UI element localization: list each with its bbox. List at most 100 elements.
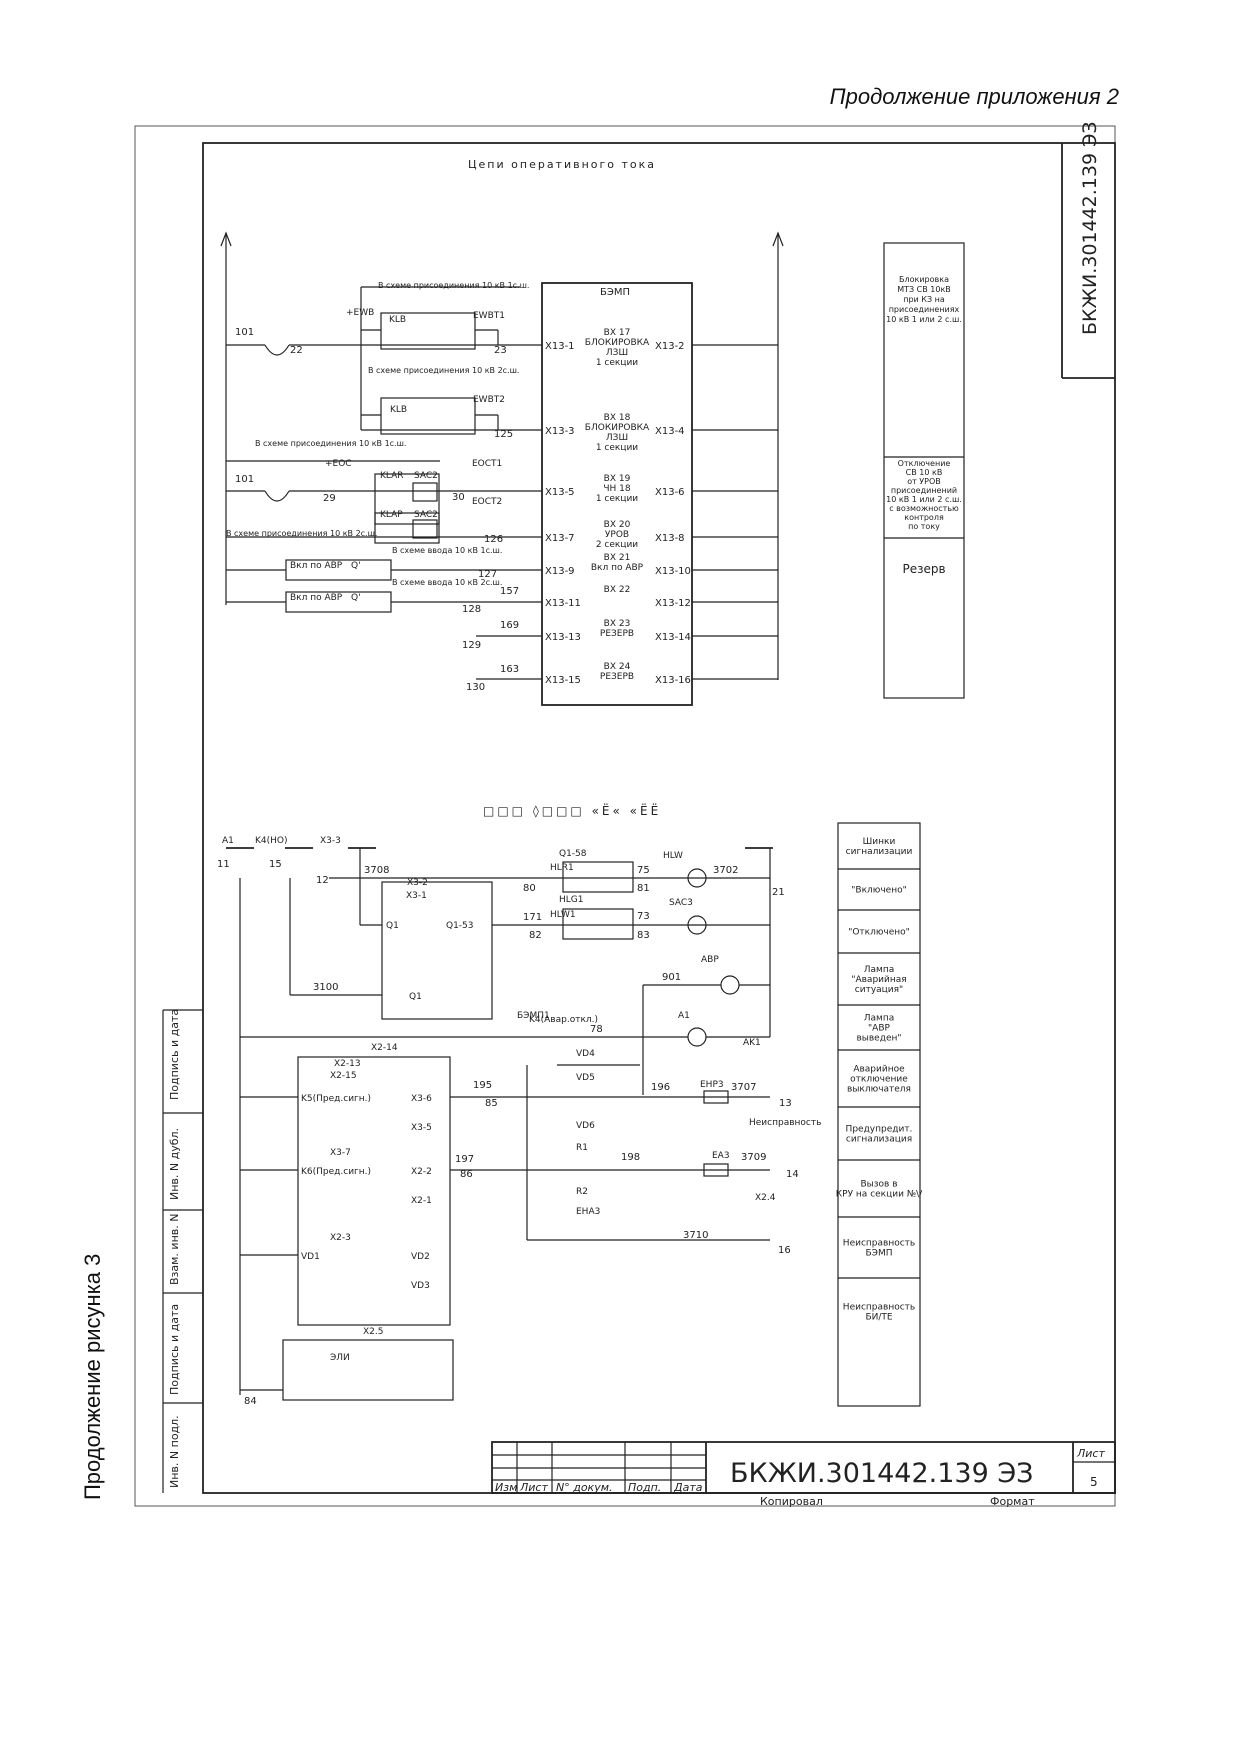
- tb-header: Дата: [673, 1481, 703, 1494]
- device-label: X2-2: [411, 1167, 432, 1177]
- bemp-pin-left: X13-15: [545, 675, 581, 686]
- bemp-pin-right: X13-4: [655, 426, 685, 437]
- strip-label: Инв. N дубл.: [168, 1128, 181, 1200]
- device-label: EOCT2: [472, 497, 502, 507]
- wire-label: 3100: [313, 982, 338, 993]
- device-label: K6(Пред.сигн.): [301, 1167, 371, 1177]
- wire-label: 30: [452, 492, 465, 503]
- top-notes-column: [883, 242, 965, 699]
- device-label: SAC2: [414, 471, 438, 481]
- device-label: X2-1: [411, 1196, 432, 1206]
- device-label: VD6: [576, 1121, 595, 1131]
- wire-label: 196: [651, 1082, 670, 1093]
- wire-label: 23: [494, 345, 507, 356]
- device-label: VD3: [411, 1281, 430, 1291]
- device-label: Q1: [409, 992, 422, 1002]
- device-label: Q': [351, 593, 361, 603]
- wire-label: 3710: [683, 1230, 708, 1241]
- signal-note: "Включено": [851, 886, 906, 896]
- tb-header: Изм: [495, 1481, 517, 1494]
- bemp-pin-left: X13-11: [545, 598, 581, 609]
- wire-label: 14: [786, 1169, 799, 1180]
- circuit-note: В схеме ввода 10 кВ 1с.ш.: [392, 546, 502, 555]
- circuit-note: В схеме ввода 10 кВ 2с.ш.: [392, 578, 502, 587]
- wire-label: 75: [637, 865, 650, 876]
- left-strip: Подпись и дата Инв. N дубл. Взам. инв. N…: [162, 1009, 203, 1493]
- copied-label: Копировал: [760, 1495, 823, 1508]
- strip-label: Взам. инв. N: [168, 1214, 181, 1285]
- device-label: X2-13: [334, 1059, 361, 1069]
- device-label: X3-3: [320, 836, 341, 846]
- wire-label: 157: [500, 586, 519, 597]
- bemp-pin-right: X13-2: [655, 341, 685, 352]
- device-label: HLW: [663, 851, 683, 861]
- device-label: X2-3: [330, 1233, 351, 1243]
- bemp-title: БЭМП: [600, 287, 630, 298]
- device-label: SAC2: [414, 510, 438, 520]
- device-label: Вкл по АВР: [290, 561, 343, 571]
- device-label: EHP3: [700, 1080, 724, 1090]
- tb-header: N° докум.: [556, 1481, 613, 1494]
- device-label: X2-15: [330, 1071, 357, 1081]
- bemp-pin-left: X13-5: [545, 487, 575, 498]
- wire-label: 85: [485, 1098, 498, 1109]
- wire-label: 80: [523, 883, 536, 894]
- device-label: VD5: [576, 1073, 595, 1083]
- title-block: Изм Лист N° докум. Подп. Дата БКЖИ.30144…: [491, 1441, 1116, 1508]
- device-label: EA3: [712, 1151, 730, 1161]
- bemp-pin-right: X13-8: [655, 533, 685, 544]
- rotated-code-box: БКЖИ.301442.139 ЭЗ: [1061, 121, 1115, 379]
- device-label: Q1-53: [446, 921, 474, 931]
- device-label: KLAP: [380, 510, 403, 520]
- wire-label: 126: [484, 534, 503, 545]
- device-label: K5(Пред.сигн.): [301, 1094, 371, 1104]
- top-input-circuits: [226, 286, 778, 680]
- device-label: A1: [678, 1011, 690, 1021]
- wire-label: 13: [779, 1098, 792, 1109]
- bottom-section-title: □□□ ◊□□□ «Ё« «ЁЁ: [483, 803, 661, 818]
- bottom-circuits: [226, 847, 773, 1401]
- device-label: EHA3: [576, 1207, 600, 1217]
- wire-label: 127: [478, 569, 497, 580]
- wire-label: 73: [637, 911, 650, 922]
- device-label: VD2: [411, 1252, 430, 1262]
- device-label: +EOC: [325, 459, 352, 469]
- device-label: R1: [576, 1143, 588, 1153]
- wire-label: 22: [290, 345, 303, 356]
- continuation-header: Продолжение приложения 2: [829, 84, 1119, 109]
- device-label: VD4: [576, 1049, 595, 1059]
- wire-label: 15: [269, 859, 282, 870]
- device-label: X2-14: [371, 1043, 398, 1053]
- device-label: K4(HO): [255, 836, 288, 846]
- device-label: VD1: [301, 1252, 320, 1262]
- top-section-title: Цепи оперативного тока: [468, 158, 656, 171]
- wire-label: 3707: [731, 1082, 756, 1093]
- device-label: ABP: [701, 955, 719, 965]
- bemp-pin-right: X13-6: [655, 487, 685, 498]
- bemp-pin-left: X13-1: [545, 341, 575, 352]
- device-label: +EWB: [346, 308, 374, 318]
- device-label: X3-7: [330, 1148, 351, 1158]
- wire-label: 82: [529, 930, 542, 941]
- signal-note: "Отключено": [848, 928, 910, 938]
- rotated-code: БКЖИ.301442.139 ЭЗ: [1079, 121, 1101, 335]
- bemp-pin-right: X13-12: [655, 598, 691, 609]
- wire-label: 21: [772, 887, 785, 898]
- device-label: KLB: [389, 315, 406, 325]
- wire-label: 11: [217, 859, 230, 870]
- wire-label: 101: [235, 474, 254, 485]
- wire-label: 12: [316, 875, 329, 886]
